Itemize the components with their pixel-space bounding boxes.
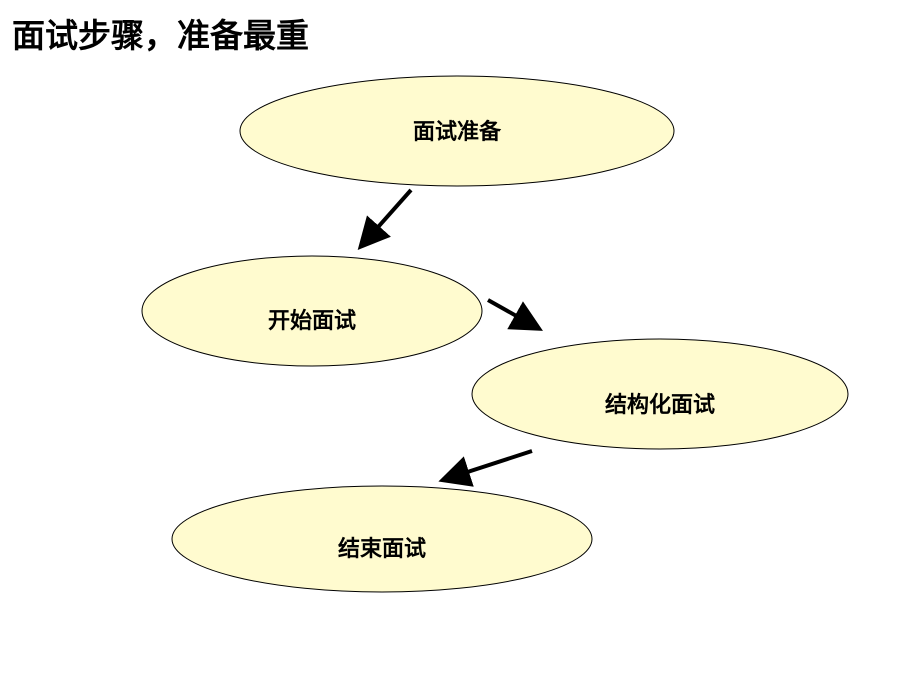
node-prepare-label: 面试准备 [413,119,502,145]
node-start-shape [141,255,483,367]
arrow-prepare-to-start [357,188,413,250]
node-structured-label: 结构化面试 [605,392,715,418]
node-start: 开始面试 [141,255,483,367]
arrow-start-to-structured [487,298,543,331]
node-end: 结束面试 [171,485,593,593]
node-start-label: 开始面试 [268,308,356,334]
node-prepare-shape [239,75,675,187]
node-prepare: 面试准备 [239,75,675,187]
page-title: 面试步骤，准备最重 [12,16,309,55]
node-structured: 结构化面试 [471,338,849,450]
arrow-structured-to-end [438,449,533,487]
node-end-shape [171,485,593,593]
node-structured-shape [471,338,849,450]
node-end-label: 结束面试 [338,536,426,562]
